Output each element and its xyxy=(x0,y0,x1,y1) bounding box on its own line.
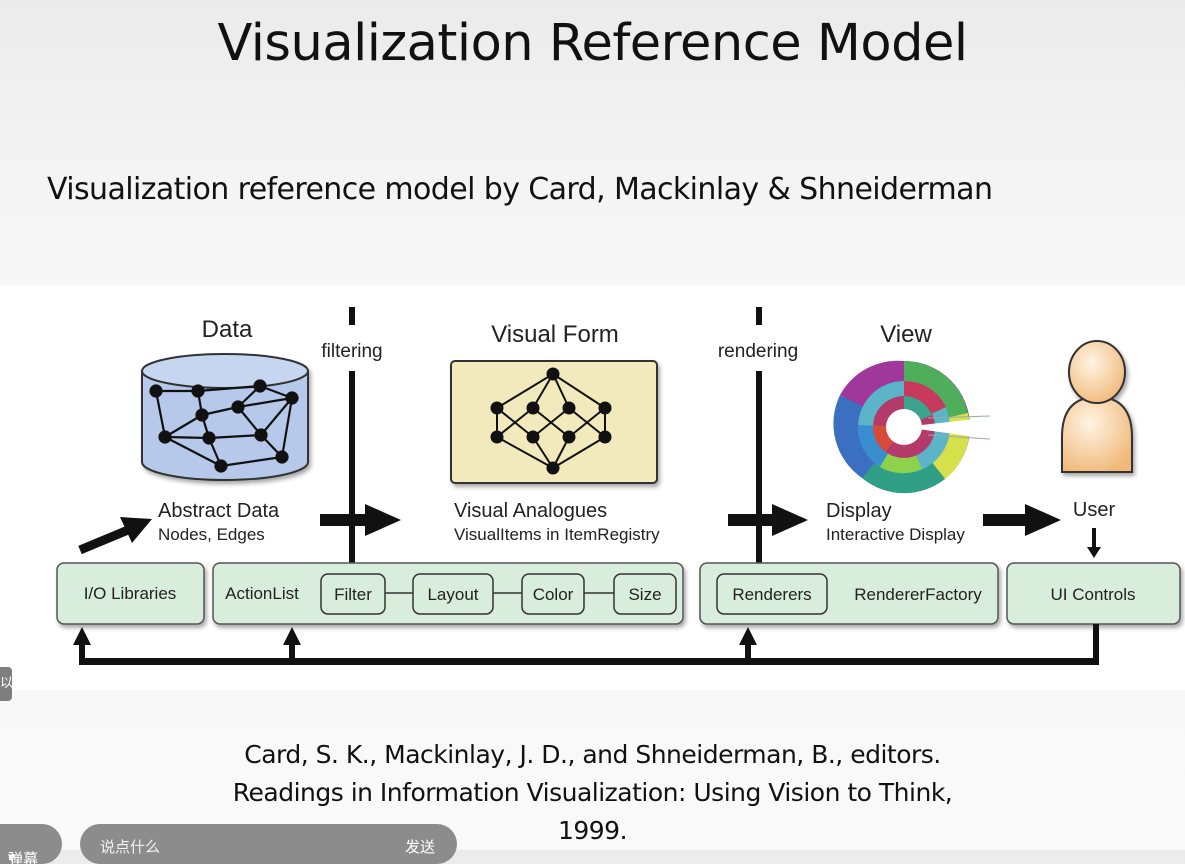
graph-nodes-edges xyxy=(149,379,299,473)
filter-box xyxy=(320,573,386,615)
comment-input[interactable]: 说点什么 发送 xyxy=(80,824,457,864)
layout-box xyxy=(412,573,494,615)
visual-analogues-caption: Visual Analogues xyxy=(454,500,607,522)
color-label: Color xyxy=(533,585,574,604)
interactive-display-caption: Interactive Display xyxy=(826,525,965,544)
slide-subtitle: Visualization reference model by Card, M… xyxy=(47,172,993,207)
side-badge[interactable]: 以 xyxy=(0,667,12,701)
stage-visual-form-label: Visual Form xyxy=(491,321,619,348)
lattice-graph xyxy=(490,367,612,475)
size-box xyxy=(613,573,677,615)
side-badge-text: 以 xyxy=(0,676,12,691)
renderers-box xyxy=(716,573,828,615)
color-box xyxy=(521,573,585,615)
filter-label: Filter xyxy=(334,585,372,604)
user-icon xyxy=(1061,340,1133,473)
visual-items-caption: VisualItems in ItemRegistry xyxy=(454,525,660,544)
feedback-bus xyxy=(73,624,1099,665)
display-to-user-arrow xyxy=(983,504,1061,536)
rendering-separator xyxy=(756,307,762,567)
reference-line-3: 1999. xyxy=(557,816,628,845)
sunburst-icon xyxy=(833,360,991,494)
size-label: Size xyxy=(628,585,661,604)
filtering-label: filtering xyxy=(321,341,382,362)
io-libraries-label: I/O Libraries xyxy=(84,584,177,603)
filtering-arrow xyxy=(320,504,401,536)
io-libraries-box xyxy=(56,562,205,625)
layout-label: Layout xyxy=(427,585,478,604)
reference-model-diagram: Data Visual Form View xyxy=(0,285,1185,690)
io-to-data-arrow xyxy=(78,517,152,555)
diagram-svg: Data Visual Form View xyxy=(56,307,1181,665)
reference-line-1: Card, S. K., Mackinlay, J. D., and Shnei… xyxy=(244,740,941,769)
reference-line-2: Readings in Information Visualization: U… xyxy=(232,778,953,807)
rendering-label: rendering xyxy=(718,341,798,362)
stage-data-label: Data xyxy=(202,316,253,343)
stage-view-label: View xyxy=(880,321,932,348)
user-to-controls-arrow xyxy=(1087,528,1101,558)
display-caption: Display xyxy=(826,500,892,522)
rendering-arrow xyxy=(728,504,808,536)
renderers-label: Renderers xyxy=(732,585,811,604)
comment-input-placeholder: 说点什么 xyxy=(100,838,161,856)
chevron-down-icon: ▾ xyxy=(8,848,16,864)
abstract-data-caption: Abstract Data xyxy=(158,500,280,522)
filtering-separator xyxy=(349,307,355,567)
ui-controls-label: UI Controls xyxy=(1050,585,1135,604)
danmaku-toggle-button[interactable]: 弹幕 ▾ xyxy=(0,824,62,864)
nodes-edges-caption: Nodes, Edges xyxy=(158,525,265,544)
visual-form-box xyxy=(450,360,658,484)
renderer-factory-label: RendererFactory xyxy=(854,585,982,604)
send-button[interactable]: 发送 xyxy=(404,838,435,856)
database-icon xyxy=(141,353,309,481)
slide-title: Visualization Reference Model xyxy=(217,14,968,73)
action-list-label: ActionList xyxy=(225,584,299,603)
user-caption: User xyxy=(1073,499,1116,521)
